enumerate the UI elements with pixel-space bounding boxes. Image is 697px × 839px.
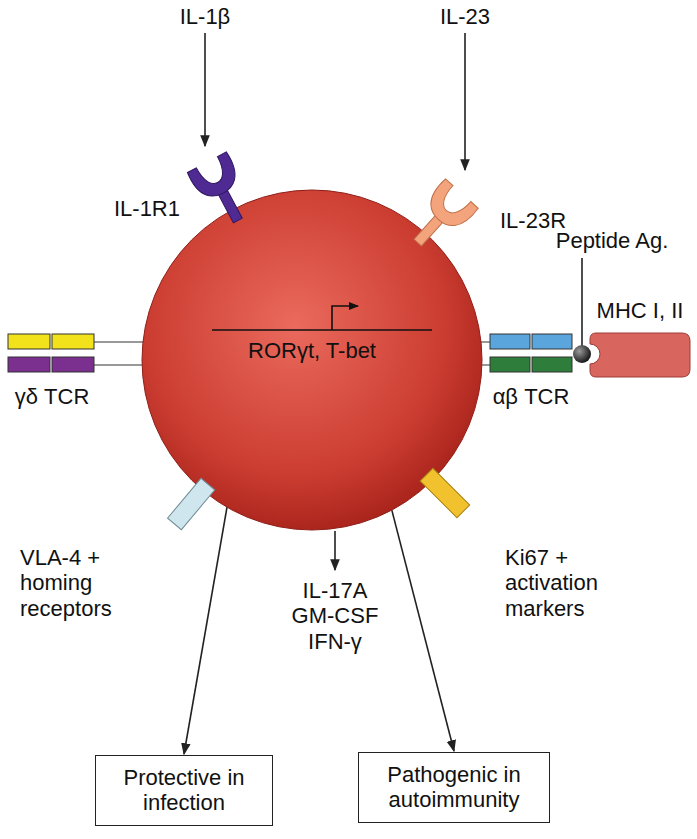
outcome-arrow — [392, 510, 454, 751]
tcr-label: γδ TCR — [15, 384, 90, 409]
box-text: Pathogenic in autoimmunity — [367, 762, 541, 813]
mhc-molecule — [590, 333, 690, 377]
outcome-box: Protective in infection — [95, 755, 273, 826]
cytokine-label: IL-1β — [180, 4, 231, 29]
secretion-arrow — [334, 531, 336, 570]
cell-body — [142, 190, 482, 530]
cytokine-label: IL-23 — [440, 4, 490, 29]
marker-label: Ki67 + activation markers — [505, 545, 623, 621]
outcome-arrow — [184, 507, 227, 754]
cytokine-list: IL-17A GM-CSF IFN-γ — [285, 578, 385, 654]
box-text: Protective in infection — [104, 765, 264, 816]
antigen-label: Peptide Ag. — [556, 228, 669, 253]
leader-line — [581, 258, 583, 346]
gd-tcr-symbol — [8, 334, 146, 372]
vla4-marker — [168, 478, 215, 529]
gene-line — [212, 329, 432, 331]
promoter-arrow — [332, 306, 358, 330]
peptide-antigen — [573, 345, 591, 363]
marker-label: VLA-4 + homing receptors — [20, 545, 138, 621]
il23r-receptor — [401, 179, 478, 258]
ab-tcr-symbol — [478, 334, 572, 372]
receptor-label: IL-1R1 — [114, 196, 180, 221]
mhc-label: MHC I, II — [597, 298, 684, 323]
transcription-factors: RORγt, T-bet — [142, 338, 482, 364]
ki67-marker — [420, 468, 469, 517]
cell-circle: RORγt, T-bet — [142, 190, 482, 530]
cytokine-arrow — [464, 33, 466, 170]
tcr-label: αβ TCR — [493, 384, 570, 409]
il1r1-receptor — [187, 152, 258, 231]
outcome-box: Pathogenic in autoimmunity — [358, 752, 550, 823]
cytokine-arrow — [204, 33, 206, 146]
